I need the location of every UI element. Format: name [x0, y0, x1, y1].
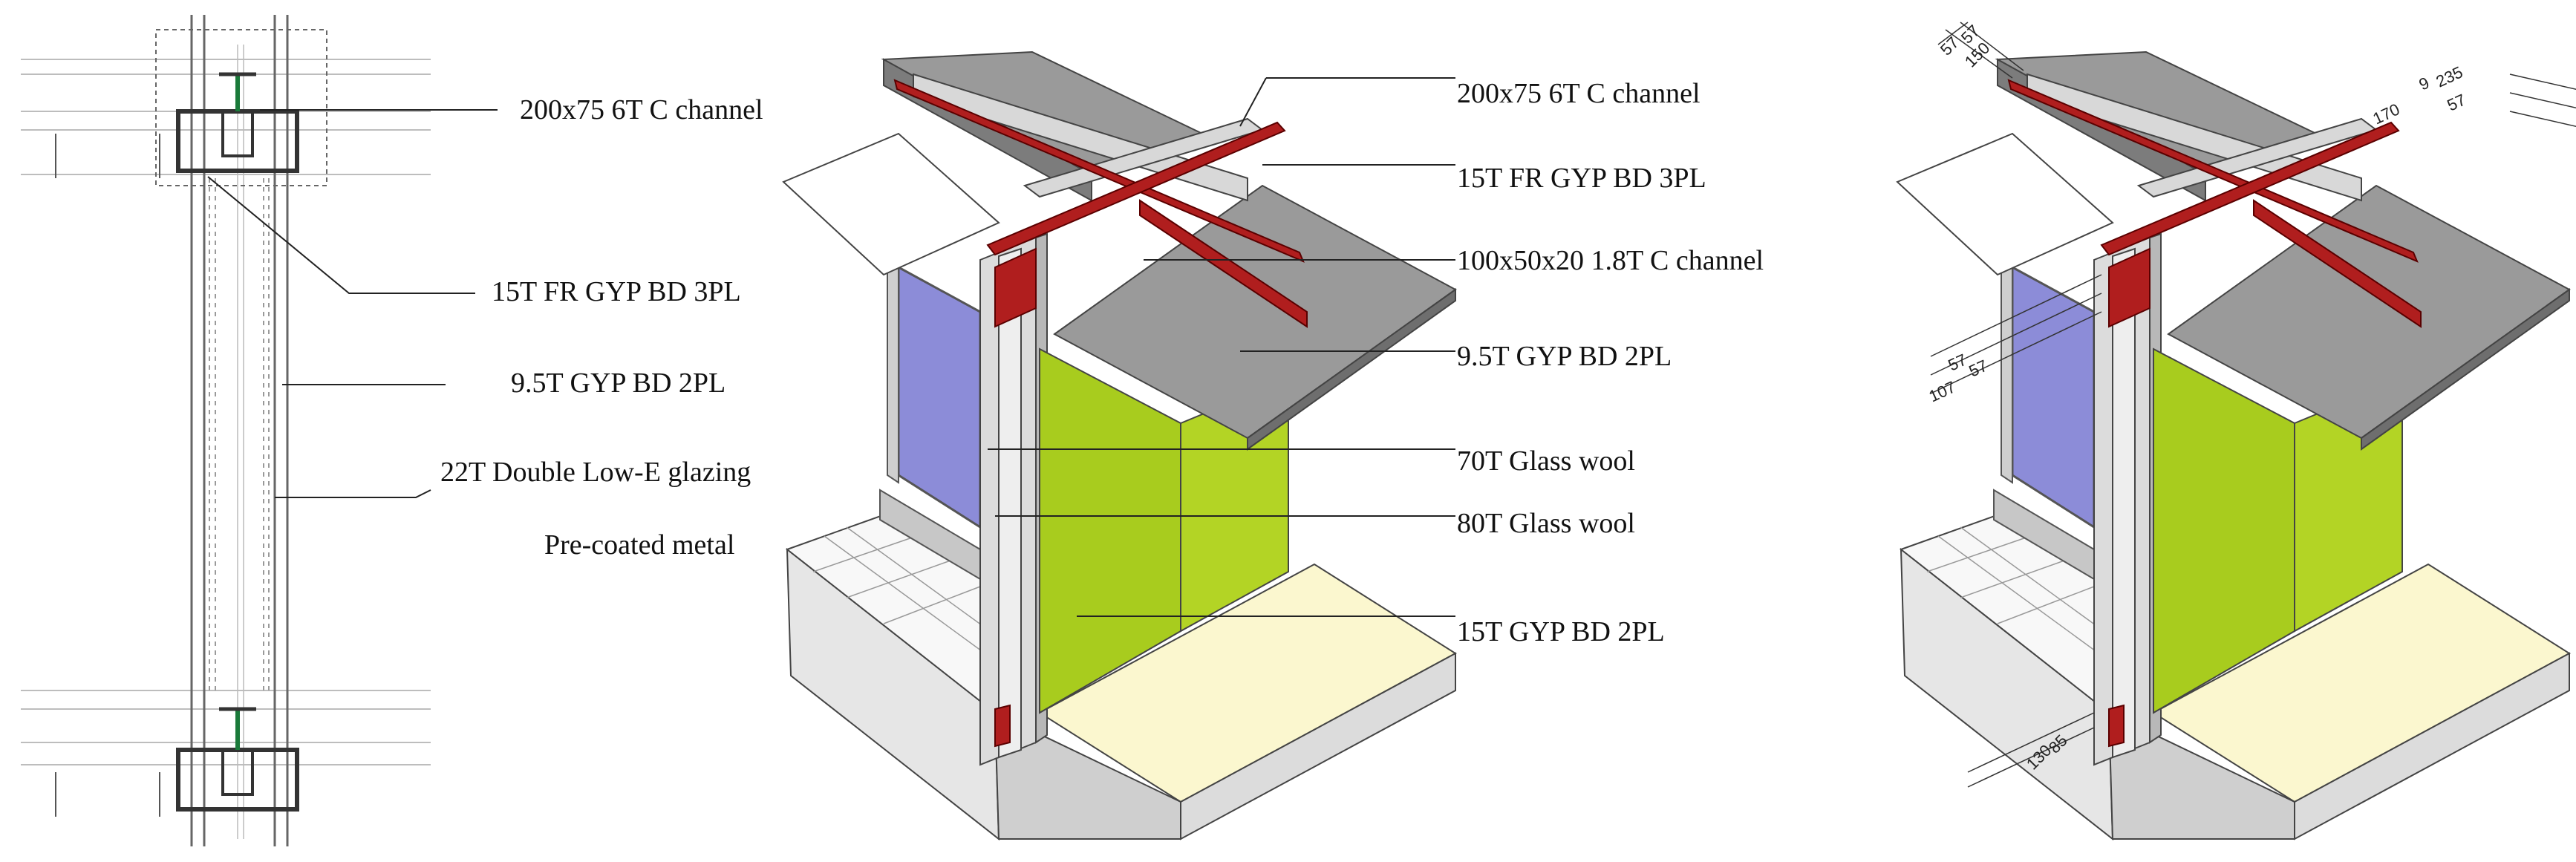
- dim-right-a: 235: [2433, 62, 2466, 91]
- label-c-channel-200-right: 200x75 6T C channel: [1457, 78, 1701, 109]
- dim-top-a: 57: [1937, 33, 1963, 59]
- isometric-dimensioned: [1896, 22, 2576, 841]
- label-c-channel-200-left: 200x75 6T C channel: [520, 94, 763, 125]
- label-fr-gyp-15-left: 15T FR GYP BD 3PL: [492, 276, 741, 307]
- isometric-assembly: [782, 50, 1457, 841]
- dim-left-c: 107: [1926, 377, 1959, 405]
- dim-left-b: 57: [1966, 356, 1991, 381]
- dim-right-b: 170: [2370, 99, 2403, 128]
- dim-left-a: 57: [1946, 350, 1970, 375]
- dim-right-c: 9: [2416, 74, 2433, 94]
- label-glass-wool-70: 70T Glass wool: [1457, 445, 1635, 477]
- dim-right-d: 57: [2445, 91, 2469, 115]
- label-fr-gyp-15-right: 15T FR GYP BD 3PL: [1457, 163, 1706, 194]
- label-glass-wool-80: 80T Glass wool: [1457, 508, 1635, 539]
- label-c-channel-100: 100x50x20 1.8T C channel: [1457, 245, 1764, 276]
- label-precoated-metal: Pre-coated metal: [544, 529, 734, 561]
- label-gyp-15: 15T GYP BD 2PL: [1457, 616, 1665, 647]
- section-drawing: [21, 15, 498, 846]
- label-gyp-9-5-right: 9.5T GYP BD 2PL: [1457, 341, 1672, 372]
- label-glazing-22: 22T Double Low-E glazing: [440, 457, 751, 488]
- label-gyp-9-5-left: 9.5T GYP BD 2PL: [511, 368, 725, 399]
